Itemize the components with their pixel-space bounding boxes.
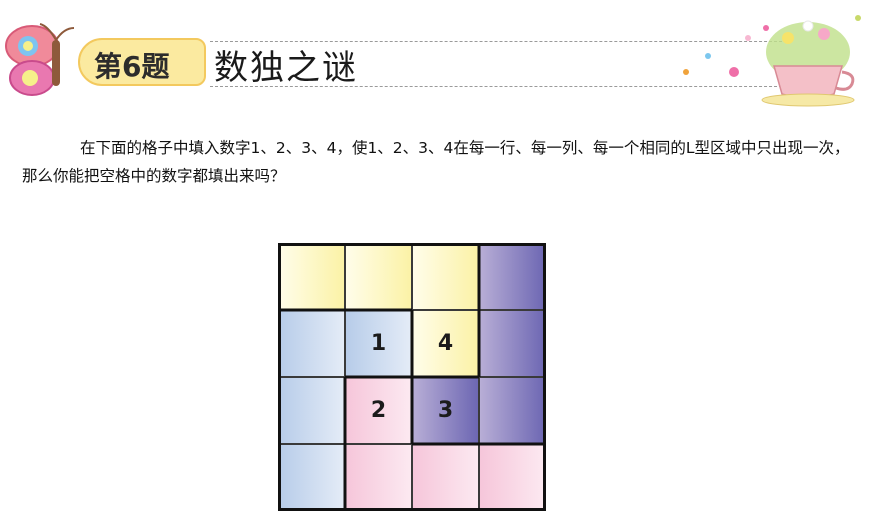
grid-cell: 4 — [412, 310, 479, 377]
region-borders — [278, 243, 546, 511]
grid-cell: 3 — [412, 377, 479, 444]
instructions-text: 在下面的格子中填入数字1、2、3、4，使1、2、3、4在每一行、每一列、每一个相… — [22, 139, 850, 185]
butterfly-icon — [5, 23, 75, 96]
grid-cell[interactable] — [278, 310, 345, 377]
header-dashed-line-top — [210, 41, 792, 42]
grid-cell[interactable] — [345, 444, 412, 511]
header-dashed-line-bottom — [210, 86, 792, 87]
page-title: 数独之谜 — [214, 48, 358, 88]
grid-cell[interactable] — [479, 310, 546, 377]
page-header: 第6题 数独之谜 — [0, 0, 874, 110]
question-number: 第6题 — [94, 50, 170, 83]
grid-outer-border — [278, 243, 546, 511]
grid-cell: 2 — [345, 377, 412, 444]
flower-cup-illustration — [683, 15, 861, 107]
grid-cell[interactable] — [278, 377, 345, 444]
question-badge — [78, 38, 206, 86]
